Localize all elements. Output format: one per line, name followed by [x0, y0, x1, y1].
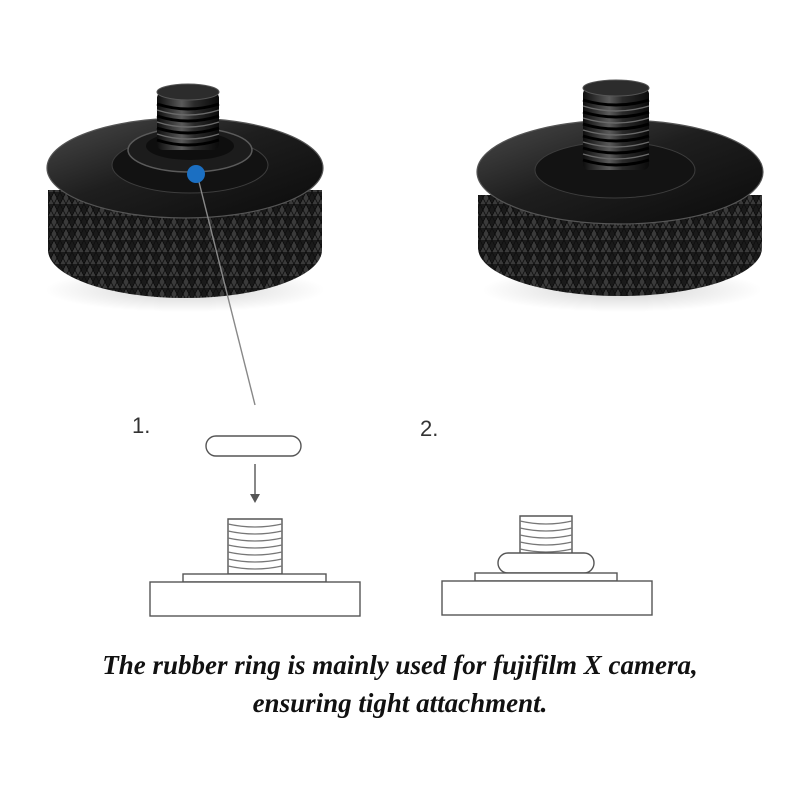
knurled-side: [478, 195, 762, 296]
caption: The rubber ring is mainly used for fujif…: [0, 646, 800, 722]
rubber-ring-drawing: [205, 435, 302, 457]
diagram-step-1: [149, 435, 361, 617]
step-1-label: 1.: [132, 413, 151, 438]
screw-thread: [582, 79, 650, 170]
rubber-ring-drawing: [497, 552, 595, 574]
collar-drawing: [474, 572, 618, 582]
diagram-step-2: [441, 515, 653, 616]
shutter-button-with-ring: [45, 83, 325, 406]
shutter-button-plain: [476, 79, 764, 312]
caption-line-2: ensuring tight attachment.: [252, 688, 548, 718]
caption-line-1: The rubber ring is mainly used for fujif…: [102, 650, 698, 680]
screw-thread: [156, 83, 220, 150]
base-drawing: [441, 580, 653, 616]
thread-drawing: [519, 515, 573, 557]
leader-line: [196, 173, 256, 406]
base-drawing: [149, 581, 361, 617]
thread-drawing: [227, 518, 283, 575]
knurled-side: [48, 190, 322, 298]
blue-dot-icon: [187, 165, 205, 183]
collar-drawing: [182, 573, 327, 583]
step-2-label: 2.: [420, 416, 439, 441]
